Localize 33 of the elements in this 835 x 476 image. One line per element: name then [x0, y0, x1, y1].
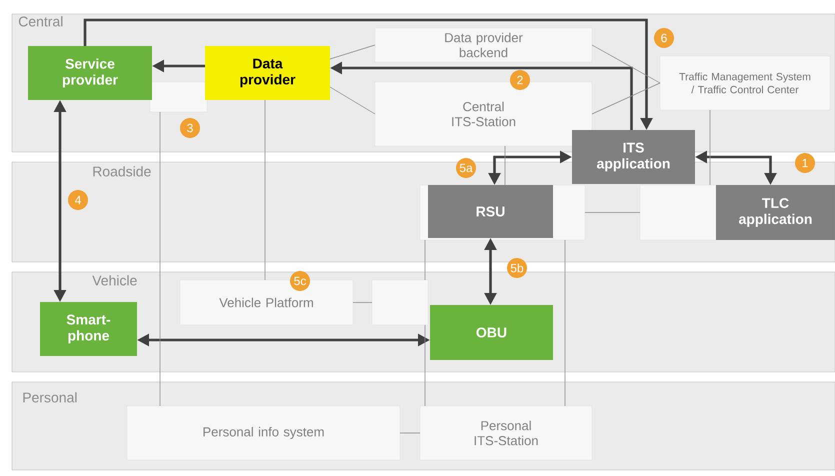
system-box: Personal ITS-Station	[420, 406, 592, 460]
number-badge: 6	[654, 28, 674, 48]
number-badge: 5b	[507, 258, 527, 278]
system-box: Personal info system	[126, 406, 400, 460]
component-box: Data provider	[205, 46, 330, 100]
component-box: Smart-phone	[40, 302, 137, 356]
number-badge: 5c	[290, 271, 310, 291]
component-box: ITS application	[572, 130, 695, 184]
connector-line	[352, 302, 372, 303]
connector-line	[592, 82, 660, 114]
connector-line	[264, 100, 266, 280]
number-badge: 3	[180, 118, 200, 138]
connector-line	[330, 86, 376, 114]
connector-line	[504, 146, 506, 186]
number-badge: 2	[510, 70, 530, 90]
connector-line	[424, 324, 426, 406]
connector-line	[584, 212, 640, 213]
empty-box	[150, 82, 208, 112]
number-badge: 4	[68, 190, 88, 210]
connector-line	[564, 240, 566, 406]
number-badge: 1	[795, 153, 815, 173]
system-box: Traffic Management System / Traffic Control Center	[660, 56, 830, 110]
connector-line	[330, 44, 376, 60]
connector-line	[424, 240, 426, 280]
component-box: RSU	[428, 185, 553, 238]
system-box: Data provider backend	[374, 28, 592, 62]
component-box: OBU	[430, 305, 553, 360]
component-box: TLC application	[716, 185, 835, 240]
connector-line	[592, 44, 660, 84]
component-box: Service provider	[28, 46, 152, 100]
empty-box	[372, 280, 428, 326]
number-badge: 5a	[456, 158, 476, 178]
connector-line	[400, 432, 420, 434]
